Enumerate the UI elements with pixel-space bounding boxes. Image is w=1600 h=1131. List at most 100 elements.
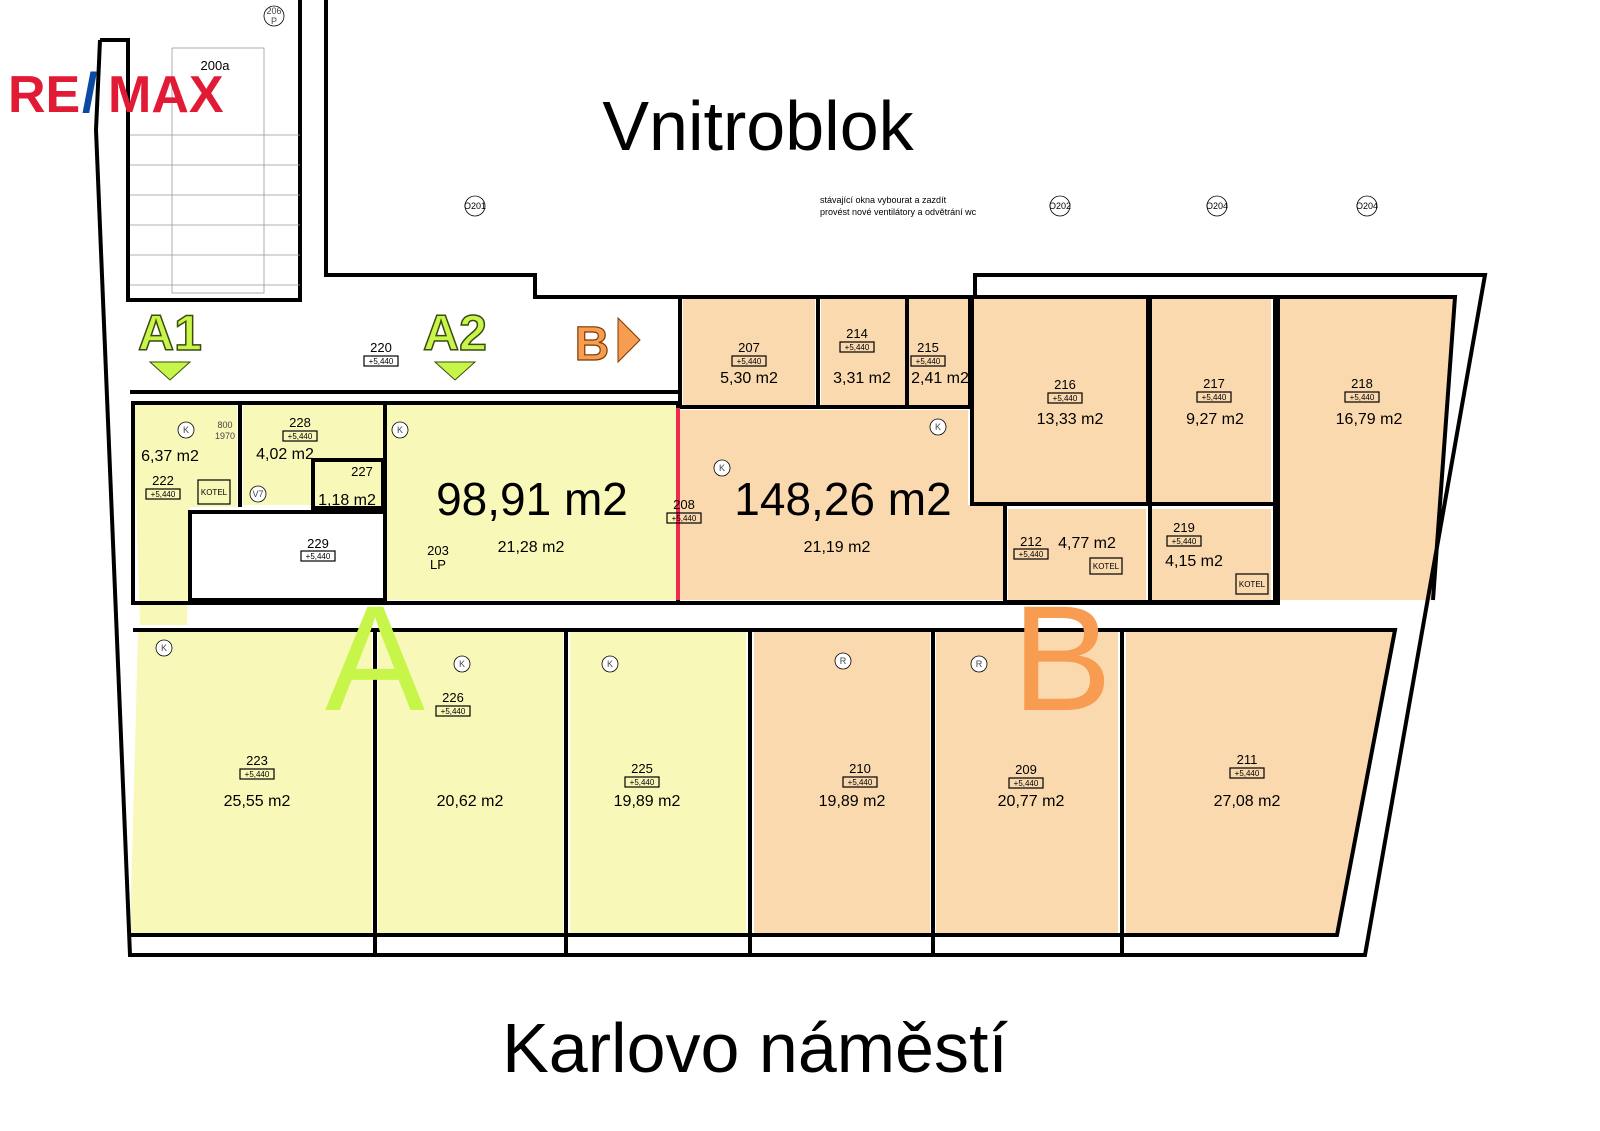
room-207-fill [683, 297, 815, 405]
window-markers: O201 O202 O204 O204 [464, 195, 1378, 217]
entrance-b-label: B [575, 318, 610, 371]
svg-text:+5,440: +5,440 [151, 490, 176, 499]
window-label: O204 [1356, 201, 1378, 211]
svg-text:6,37 m2: 6,37 m2 [141, 448, 199, 465]
svg-text:5,30 m2: 5,30 m2 [720, 370, 778, 387]
svg-text:+5,440: +5,440 [916, 357, 941, 366]
room-labels: 200a 206 P 220 +5,440 6,37 m2 222 +5,440… [141, 5, 1402, 810]
svg-text:207: 207 [738, 340, 760, 355]
arrow-right-icon [617, 316, 641, 364]
corridor-b-fill [679, 410, 1003, 600]
room-223-fill [130, 632, 372, 935]
svg-text:V7: V7 [252, 489, 263, 499]
unit-b-letter: B [1012, 574, 1112, 742]
svg-text:220: 220 [370, 340, 392, 355]
window-label: O204 [1206, 201, 1228, 211]
room-212-fill [1008, 509, 1146, 600]
room-222-fill [133, 405, 237, 625]
entrance-b[interactable]: B [574, 316, 641, 372]
arrow-down-icon [433, 361, 477, 381]
svg-text:+5,440: +5,440 [441, 707, 466, 716]
svg-text:K: K [459, 659, 465, 669]
room-214-fill [821, 297, 905, 405]
svg-text:21,19 m2: 21,19 m2 [804, 539, 871, 556]
svg-text:218: 218 [1351, 376, 1373, 391]
svg-text:200a: 200a [201, 58, 231, 73]
unit-a-total-area: 98,91 m2 [436, 473, 628, 525]
label-karlovo-namesti: Karlovo náměstí [502, 1009, 1008, 1087]
arrow-down-icon [148, 361, 192, 381]
svg-text:215: 215 [917, 340, 939, 355]
svg-text:+5,440: +5,440 [1202, 393, 1227, 402]
svg-text:13,33 m2: 13,33 m2 [1037, 411, 1104, 428]
room-218-fill [1278, 297, 1455, 600]
svg-text:K: K [719, 463, 725, 473]
window-label: O202 [1049, 201, 1071, 211]
svg-text:+5,440: +5,440 [1014, 779, 1039, 788]
unit-b-total-area: 148,26 m2 [734, 473, 951, 525]
walls [93, 0, 1488, 957]
svg-text:211: 211 [1237, 752, 1258, 767]
note-line-2: provést nové ventilátory a odvětrání wc [820, 207, 977, 217]
entrance-a1[interactable]: A1 [137, 304, 203, 381]
svg-text:K: K [607, 659, 613, 669]
svg-text:225: 225 [631, 761, 653, 776]
entrance-a2[interactable]: A2 [422, 304, 488, 381]
room-210-fill [754, 632, 930, 935]
window-label: O201 [464, 201, 486, 211]
svg-text:+5,440: +5,440 [672, 514, 697, 523]
svg-text:P: P [271, 16, 277, 26]
svg-text:206: 206 [266, 6, 281, 16]
svg-text:223: 223 [246, 753, 268, 768]
unit-a-rooms [130, 405, 746, 935]
unit-a-letter: A [325, 574, 425, 742]
room-217-fill [1152, 297, 1271, 502]
svg-text:2,41 m2: 2,41 m2 [911, 370, 969, 387]
svg-text:210: 210 [849, 761, 871, 776]
svg-text:+5,440: +5,440 [737, 357, 762, 366]
note-line-1: stávající okna vybourat a zazdít [820, 195, 947, 205]
svg-text:229: 229 [307, 536, 329, 551]
svg-text:209: 209 [1015, 762, 1037, 777]
svg-text:+5,440: +5,440 [1019, 550, 1044, 559]
svg-text:R: R [976, 659, 983, 669]
svg-text:+5,440: +5,440 [288, 432, 313, 441]
svg-text:227: 227 [351, 464, 373, 479]
svg-text:KOTEL: KOTEL [201, 488, 228, 497]
svg-text:208: 208 [673, 497, 695, 512]
svg-text:+5,440: +5,440 [1172, 537, 1197, 546]
room-219-fill [1152, 509, 1271, 600]
svg-text:K: K [397, 425, 403, 435]
svg-text:27,08 m2: 27,08 m2 [1214, 793, 1281, 810]
svg-text:+5,440: +5,440 [306, 552, 331, 561]
room-215-fill [909, 297, 968, 405]
svg-text:222: 222 [152, 473, 174, 488]
corridor-a-fill [387, 405, 677, 600]
remax-logo: RE / MAX [8, 61, 224, 124]
svg-text:K: K [161, 643, 167, 653]
room-216-fill [974, 297, 1146, 502]
svg-text:9,27 m2: 9,27 m2 [1186, 411, 1244, 428]
room-209-fill [936, 632, 1118, 935]
svg-text:800: 800 [217, 420, 232, 430]
room-227-fill [313, 460, 383, 508]
svg-text:19,89 m2: 19,89 m2 [614, 793, 681, 810]
svg-text:1970: 1970 [215, 431, 235, 441]
svg-text:KOTEL: KOTEL [1239, 580, 1266, 589]
svg-text:+5,440: +5,440 [1350, 393, 1375, 402]
entrance-a2-label: A2 [423, 305, 487, 361]
label-vnitroblok: Vnitroblok [602, 87, 914, 165]
entrance-a1-label: A1 [138, 305, 202, 361]
svg-text:+5,440: +5,440 [630, 778, 655, 787]
svg-text:25,55 m2: 25,55 m2 [224, 793, 291, 810]
logo-text-left: RE [8, 66, 80, 124]
svg-text:+5,440: +5,440 [848, 778, 873, 787]
logo-text-right: MAX [108, 66, 224, 124]
svg-text:217: 217 [1203, 376, 1225, 391]
svg-text:212: 212 [1020, 534, 1042, 549]
svg-text:20,62 m2: 20,62 m2 [437, 793, 504, 810]
svg-text:226: 226 [442, 690, 464, 705]
svg-text:LP: LP [430, 557, 446, 572]
unit-b-rooms [679, 297, 1455, 935]
